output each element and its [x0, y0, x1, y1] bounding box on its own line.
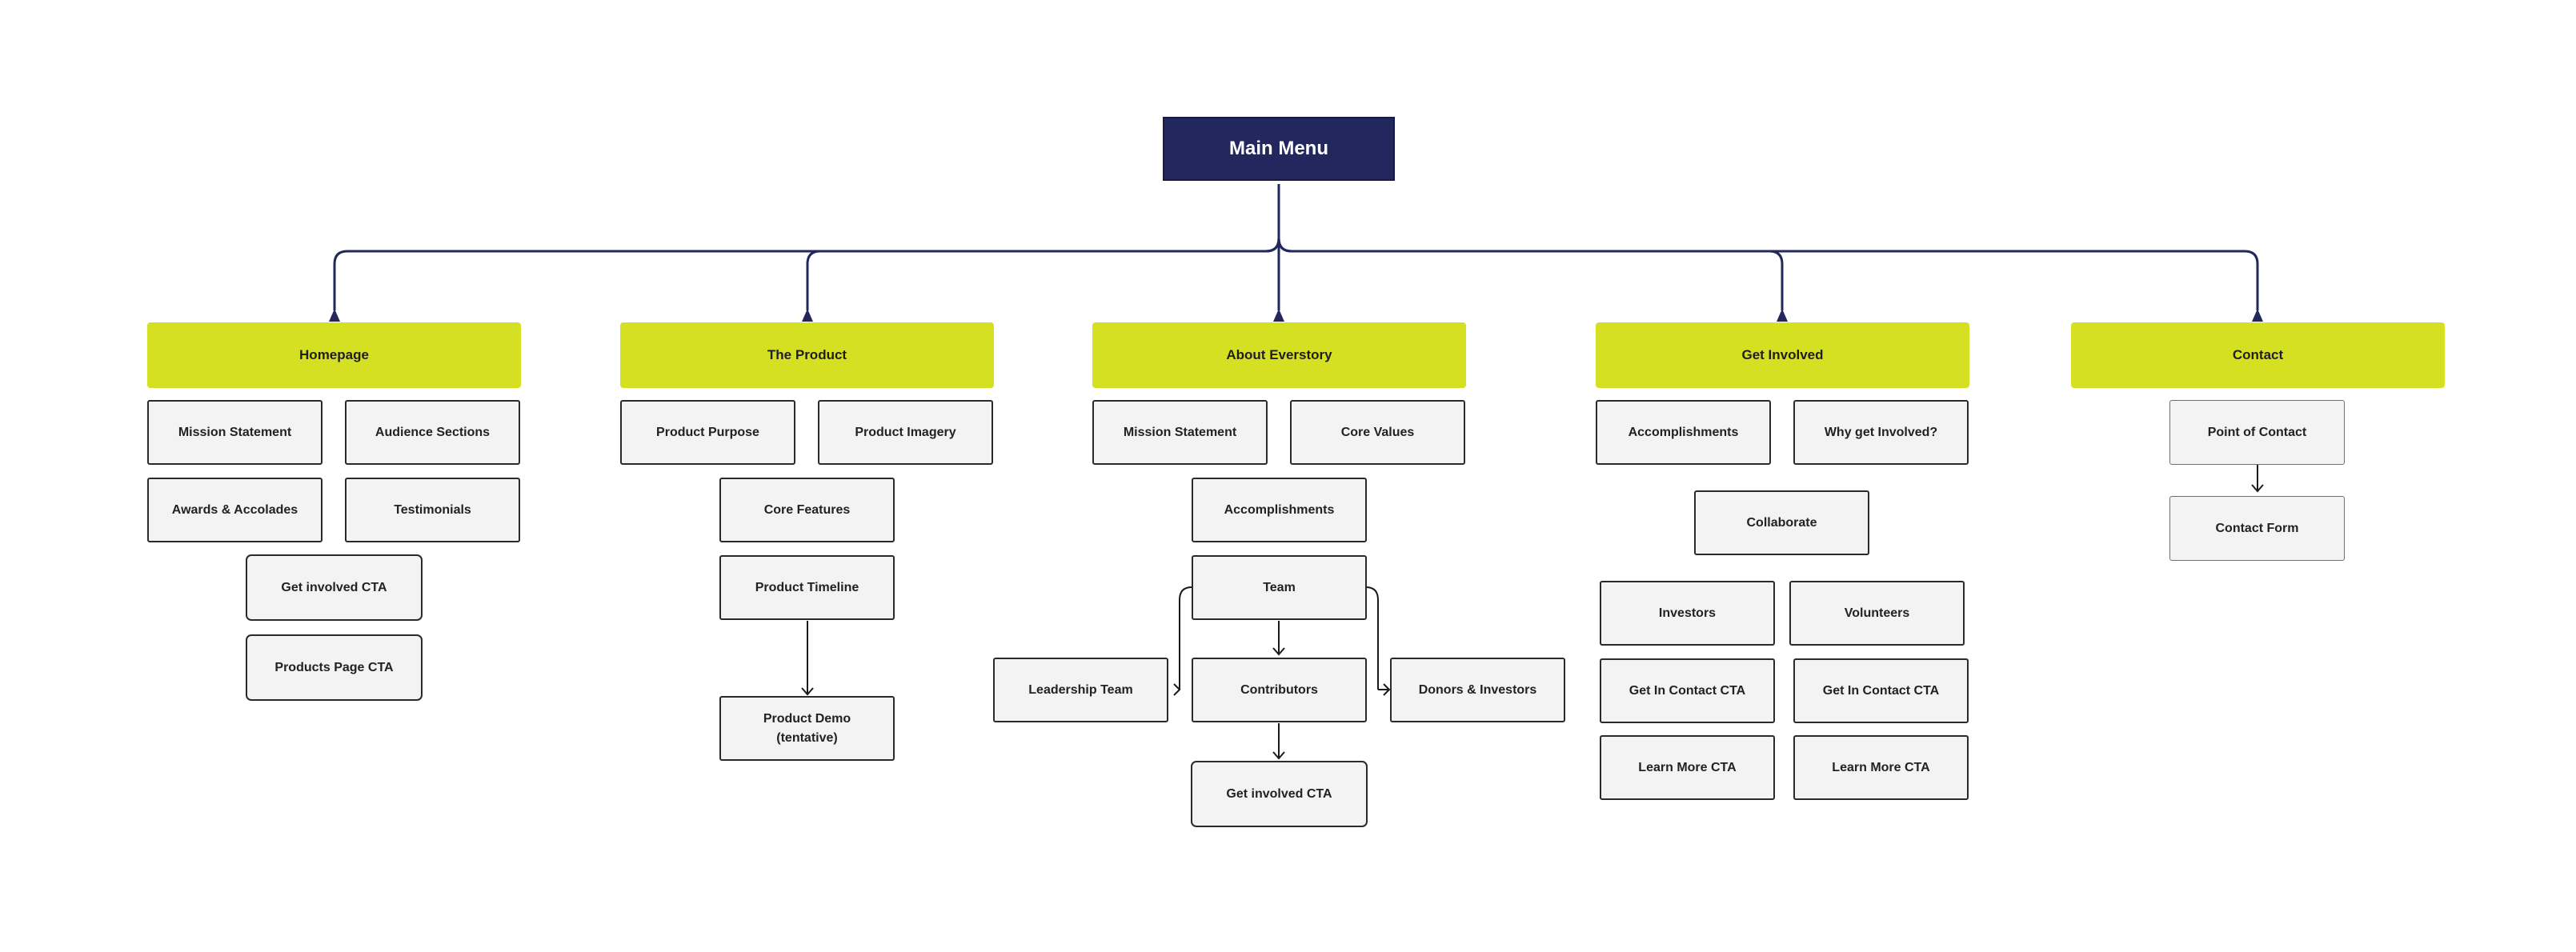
page-label: Accomplishments — [1224, 502, 1335, 517]
page-homepage-testimonials[interactable]: Testimonials — [345, 478, 520, 542]
page-homepage-awards-accolades[interactable]: Awards & Accolades — [147, 478, 323, 542]
page-label: Investors — [1658, 606, 1717, 620]
page-involved-investors[interactable]: Investors — [1600, 581, 1775, 646]
connector-get-involved — [1277, 238, 1784, 310]
page-label: Why get Involved? — [1824, 425, 1938, 439]
page-label: Product Imagery — [855, 425, 956, 439]
main-menu-node[interactable]: Main Menu — [1163, 117, 1395, 181]
page-label: Testimonials — [394, 502, 471, 517]
page-label: Products Page CTA — [274, 660, 394, 674]
arrowhead-team-to-contributors — [1272, 647, 1285, 656]
page-homepage-mission-statement[interactable]: Mission Statement — [147, 400, 323, 465]
page-product-imagery[interactable]: Product Imagery — [818, 400, 993, 465]
page-product-demo[interactable]: Product Demo (tentative) — [719, 696, 895, 761]
arrow-team-to-leadership — [1179, 586, 1192, 690]
page-label: Get involved CTA — [1226, 786, 1332, 801]
page-homepage-audience-sections[interactable]: Audience Sections — [345, 400, 520, 465]
category-contact-label: Contact — [2232, 347, 2284, 362]
page-label: Contributors — [1240, 682, 1318, 697]
page-involved-why-get-involved[interactable]: Why get Involved? — [1793, 400, 1969, 465]
category-homepage[interactable]: Homepage — [147, 322, 521, 388]
page-product-timeline[interactable]: Product Timeline — [719, 555, 895, 620]
category-the-product[interactable]: The Product — [620, 322, 994, 388]
arrowhead-contributors-to-cta — [1272, 751, 1285, 760]
page-label: Donors & Investors — [1418, 682, 1537, 697]
category-get-involved-label: Get Involved — [1741, 347, 1824, 362]
arrowhead-contact — [2252, 309, 2263, 322]
page-label: Product Timeline — [755, 580, 859, 594]
page-homepage-get-involved-cta[interactable]: Get involved CTA — [246, 554, 423, 621]
page-about-donors-investors[interactable]: Donors & Investors — [1390, 658, 1565, 722]
page-label: Get In Contact CTA — [1629, 683, 1746, 698]
page-involved-learn-more-cta-2[interactable]: Learn More CTA — [1793, 735, 1969, 800]
page-label: Product Purpose — [656, 425, 759, 439]
arrowhead-get-involved — [1777, 309, 1788, 322]
page-label: Volunteers — [1844, 606, 1910, 620]
page-involved-get-in-contact-cta-1[interactable]: Get In Contact CTA — [1600, 658, 1775, 723]
page-label: Contact Form — [2215, 521, 2299, 535]
category-the-product-label: The Product — [767, 347, 847, 362]
arrowhead-the-product — [802, 309, 813, 322]
page-label: Mission Statement — [1123, 425, 1237, 439]
arrow-team-to-donors — [1365, 586, 1379, 690]
page-about-get-involved-cta[interactable]: Get involved CTA — [1191, 761, 1368, 827]
page-involved-accomplishments[interactable]: Accomplishments — [1596, 400, 1771, 465]
page-label: Get involved CTA — [281, 580, 387, 594]
page-involved-collaborate[interactable]: Collaborate — [1694, 490, 1869, 555]
page-label: Core Features — [763, 502, 851, 517]
page-involved-volunteers[interactable]: Volunteers — [1789, 581, 1965, 646]
category-get-involved[interactable]: Get Involved — [1596, 322, 1969, 388]
arrowhead-homepage — [329, 309, 340, 322]
arrowhead-timeline-to-demo — [801, 687, 814, 696]
page-label: Product Demo (tentative) — [763, 711, 851, 745]
page-product-core-features[interactable]: Core Features — [719, 478, 895, 542]
arrowhead-team-to-leadership — [1173, 683, 1181, 696]
page-contact-form[interactable]: Contact Form — [2169, 496, 2345, 561]
page-label: Audience Sections — [375, 425, 491, 439]
page-label: Team — [1263, 580, 1296, 594]
page-product-purpose[interactable]: Product Purpose — [620, 400, 795, 465]
page-involved-get-in-contact-cta-2[interactable]: Get In Contact CTA — [1793, 658, 1969, 723]
page-label: Learn More CTA — [1638, 760, 1737, 774]
category-about-everstory[interactable]: About Everstory — [1092, 322, 1466, 388]
page-about-mission-statement[interactable]: Mission Statement — [1092, 400, 1268, 465]
page-contact-point-of-contact[interactable]: Point of Contact — [2169, 400, 2345, 465]
page-label: Mission Statement — [178, 425, 292, 439]
arrowhead-contact-to-form — [2251, 484, 2264, 493]
page-about-leadership-team[interactable]: Leadership Team — [993, 658, 1168, 722]
arrowhead-about-everstory — [1273, 309, 1284, 322]
page-label: Learn More CTA — [1832, 760, 1930, 774]
page-label: Leadership Team — [1028, 682, 1133, 697]
page-about-accomplishments[interactable]: Accomplishments — [1192, 478, 1367, 542]
page-label: Collaborate — [1746, 515, 1817, 530]
page-label: Point of Contact — [2207, 425, 2307, 439]
connector-the-product — [806, 238, 1280, 310]
category-about-everstory-label: About Everstory — [1226, 347, 1332, 362]
page-about-contributors[interactable]: Contributors — [1192, 658, 1367, 722]
page-label: Core Values — [1340, 425, 1415, 439]
page-homepage-products-page-cta[interactable]: Products Page CTA — [246, 634, 423, 701]
page-involved-learn-more-cta-1[interactable]: Learn More CTA — [1600, 735, 1775, 800]
page-about-team[interactable]: Team — [1192, 555, 1367, 620]
page-label: Get In Contact CTA — [1822, 683, 1940, 698]
category-contact[interactable]: Contact — [2071, 322, 2445, 388]
category-homepage-label: Homepage — [299, 347, 369, 362]
page-label: Accomplishments — [1628, 425, 1739, 439]
page-about-core-values[interactable]: Core Values — [1290, 400, 1465, 465]
connector-contact — [1277, 238, 2259, 310]
page-label: Awards & Accolades — [171, 502, 298, 517]
main-menu-label: Main Menu — [1229, 138, 1328, 159]
